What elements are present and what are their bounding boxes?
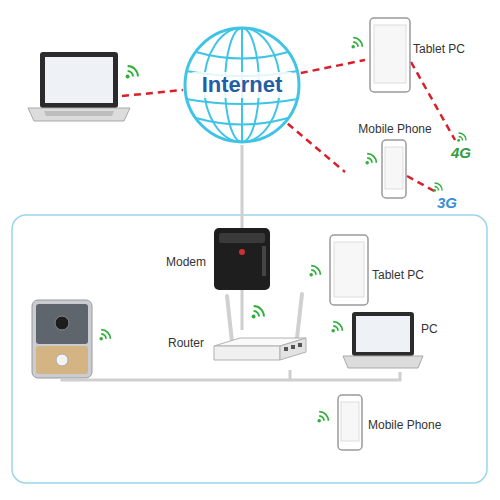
globe-parallel	[196, 52, 288, 59]
router-side	[280, 338, 306, 360]
laptop-screen	[352, 312, 414, 356]
mobile-link-line	[407, 176, 436, 192]
node-label: Mobile Phone	[345, 122, 445, 136]
wifi-symbol	[99, 330, 110, 341]
laptop-screen	[40, 52, 118, 108]
phone-body	[338, 395, 362, 450]
laptop-base	[343, 356, 423, 368]
pc-device: PC	[343, 310, 443, 372]
wifi-symbol	[317, 412, 328, 423]
node-label: PC	[421, 322, 443, 336]
modem-top	[219, 233, 265, 243]
node-label: Internet	[182, 72, 302, 98]
tablet-icon	[330, 235, 368, 305]
internet-globe: Internet	[182, 25, 302, 145]
modem-icon	[214, 228, 270, 290]
node-label: Tablet PC	[413, 42, 483, 56]
router-port	[284, 347, 288, 351]
router-front	[214, 346, 280, 360]
doorbell-camera-panel	[36, 304, 88, 344]
modem-body	[214, 228, 270, 290]
tablet-device: Tablet PC	[328, 233, 443, 307]
tablet-screen	[334, 242, 364, 297]
laptop-display	[45, 57, 113, 103]
lan-cable	[241, 145, 244, 228]
router-antenna	[297, 294, 302, 338]
globe-parallel	[186, 99, 298, 104]
router-port	[291, 345, 295, 349]
laptop-display	[356, 316, 410, 352]
laptop-icon	[28, 52, 130, 121]
doorbell-button	[56, 354, 68, 366]
node-label: Mobile Phone	[368, 418, 456, 432]
modem-side	[262, 246, 266, 276]
phone-body	[382, 140, 406, 198]
wifi-symbol	[309, 266, 320, 277]
laptop-base	[28, 108, 130, 121]
tablet-body	[370, 18, 410, 92]
doorbell-body	[32, 300, 92, 378]
home-network-frame	[12, 215, 487, 483]
phone-device: Mobile Phone	[345, 120, 445, 202]
wifi-symbol	[433, 183, 442, 192]
globe-parallel	[196, 118, 288, 125]
network-type-label: 4G	[451, 144, 471, 162]
phone-device: Mobile Phone	[336, 393, 456, 453]
tablet-icon	[370, 18, 410, 92]
modem-logo	[239, 249, 245, 255]
wifi-symbol	[351, 38, 362, 49]
lan-cable	[241, 290, 244, 330]
phone-screen	[341, 402, 359, 441]
node-label: Modem	[166, 255, 214, 269]
laptop-keyboard	[44, 111, 114, 116]
tablet-screen	[374, 25, 406, 83]
phone-icon	[338, 395, 362, 450]
internet-link	[301, 60, 365, 73]
phone-icon	[382, 140, 406, 198]
doorbell-gold-panel	[36, 346, 88, 374]
network-type-label: 3G	[437, 194, 457, 212]
laptop-icon	[343, 312, 423, 368]
wifi-symbol	[365, 154, 376, 165]
tablet-device: Tablet PC	[365, 18, 485, 94]
doorbell-icon	[32, 300, 92, 378]
lan-cable	[290, 370, 400, 380]
wifi-symbol	[252, 306, 264, 318]
phone-screen	[385, 147, 403, 189]
wifi-symbol	[457, 133, 466, 142]
router-device: Router	[162, 330, 310, 370]
tablet-body	[330, 235, 368, 305]
modem-device: Modem	[162, 228, 272, 290]
lan-cable	[62, 378, 290, 380]
wifi-symbol	[331, 322, 342, 333]
wifi-symbol	[126, 66, 138, 78]
doorbell-camera	[55, 316, 69, 330]
router-antenna	[227, 296, 232, 342]
router-icon	[214, 294, 306, 360]
internet-link-line	[122, 90, 183, 96]
node-label: Router	[168, 336, 216, 350]
router-port	[298, 343, 302, 347]
node-label: Tablet PC	[372, 268, 442, 282]
internet-link	[288, 124, 345, 172]
